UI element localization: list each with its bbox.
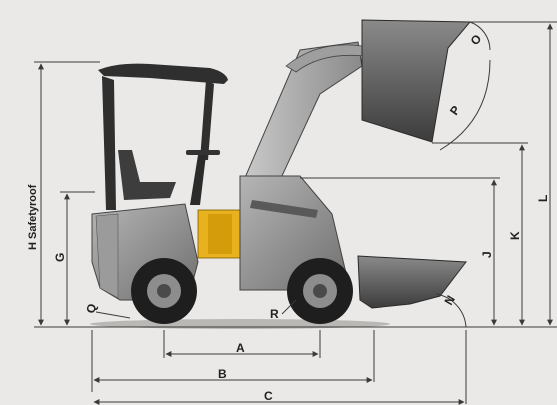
angle-arc-n [435, 293, 467, 328]
angle-line-q [95, 311, 131, 319]
angle-arc-o [469, 21, 491, 51]
dimension-lines [34, 21, 557, 405]
steering-wheel [186, 150, 220, 155]
compact-loader-illustration [90, 19, 472, 329]
label-n: N [441, 293, 457, 308]
label-k: K [508, 231, 522, 240]
label-c: C [264, 389, 273, 403]
label-h-safetyroof: H Safetyroof [27, 184, 39, 250]
front-wheel [287, 258, 353, 324]
label-p: P [447, 103, 463, 118]
front-cage-post [200, 80, 214, 160]
label-r: R [270, 307, 279, 321]
label-q: Q [83, 302, 99, 315]
label-b: B [218, 367, 227, 381]
angle-arc-p [439, 59, 491, 151]
bucket-raised [361, 19, 472, 143]
operator-seat [118, 150, 176, 200]
rear-cage-post [102, 76, 116, 210]
label-g: G [53, 253, 67, 262]
label-a: A [236, 341, 245, 355]
steering-column [190, 155, 206, 205]
clearance-line-r [281, 299, 297, 315]
label-o: O [468, 32, 485, 48]
safety-roof [98, 63, 228, 84]
yellow-block-shade [208, 214, 232, 254]
rear-wheel [131, 258, 197, 324]
rear-body-panel [95, 213, 119, 299]
label-l: L [536, 195, 550, 202]
label-j: J [480, 251, 494, 258]
hydraulic-cylinder [250, 200, 318, 218]
